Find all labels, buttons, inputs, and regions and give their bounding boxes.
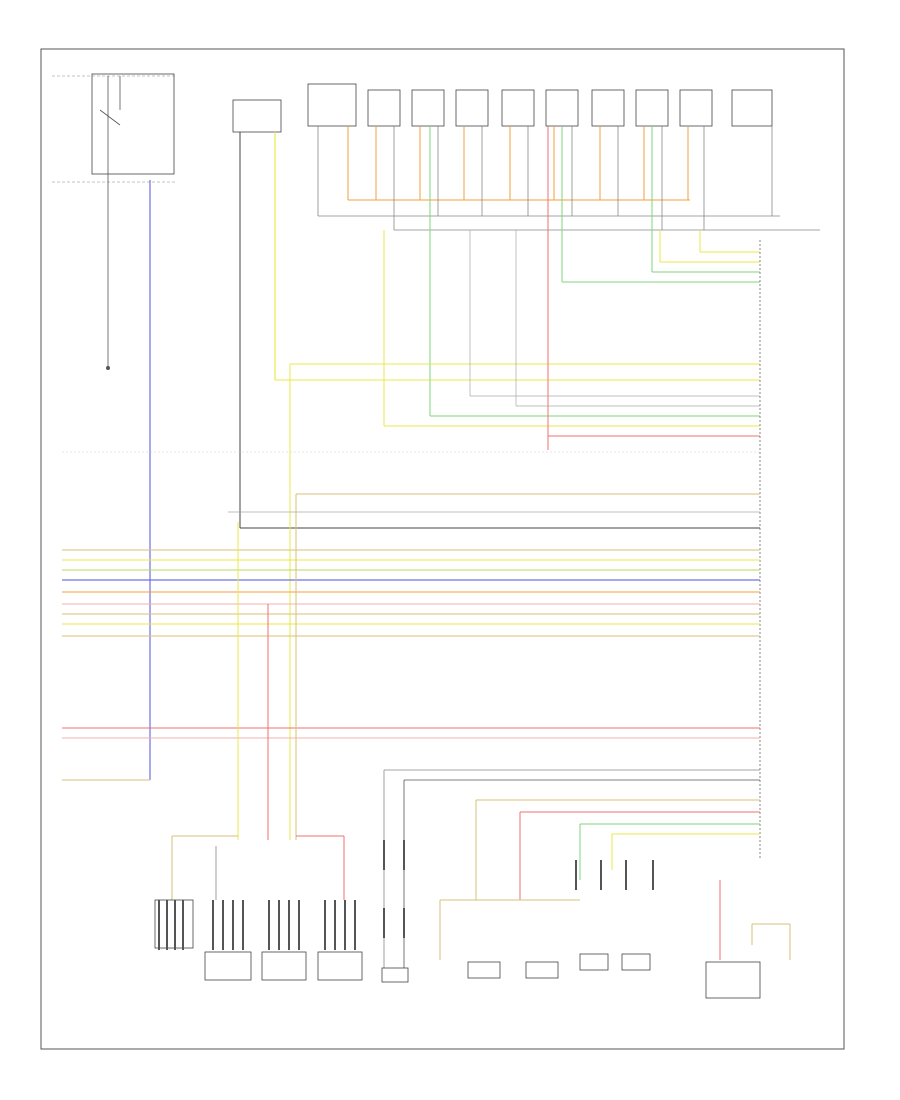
component-2 — [204, 951, 252, 981]
sensor-box-6 — [545, 89, 579, 127]
bottom-right-feeds — [383, 769, 791, 970]
sensor-box-9 — [679, 89, 713, 127]
component-4 — [317, 951, 363, 981]
sensor-box-7 — [591, 89, 625, 127]
component-7 — [525, 961, 559, 979]
left-control-module — [232, 99, 760, 529]
sensor-box-5 — [501, 89, 535, 127]
top-sensor-row — [289, 83, 820, 840]
sensor-box-10 — [731, 89, 773, 127]
component-3 — [261, 951, 307, 981]
fuse-relay-block — [52, 73, 175, 781]
bottom-component-row — [154, 899, 761, 999]
sensor-box-3 — [411, 89, 445, 127]
diagram-frame — [40, 48, 845, 1050]
sensor-box-4 — [455, 89, 489, 127]
connector-stubs — [158, 840, 654, 950]
component-8 — [579, 953, 609, 971]
component-5 — [381, 967, 409, 983]
horizontal-bus — [62, 451, 760, 739]
sensor-box-8 — [635, 89, 669, 127]
sensor-box-2 — [367, 89, 401, 127]
component-10 — [705, 961, 761, 999]
bottom-left-feeds — [171, 493, 760, 900]
component-9 — [621, 953, 651, 971]
sensor-box-1 — [307, 83, 357, 127]
component-6 — [467, 961, 501, 979]
